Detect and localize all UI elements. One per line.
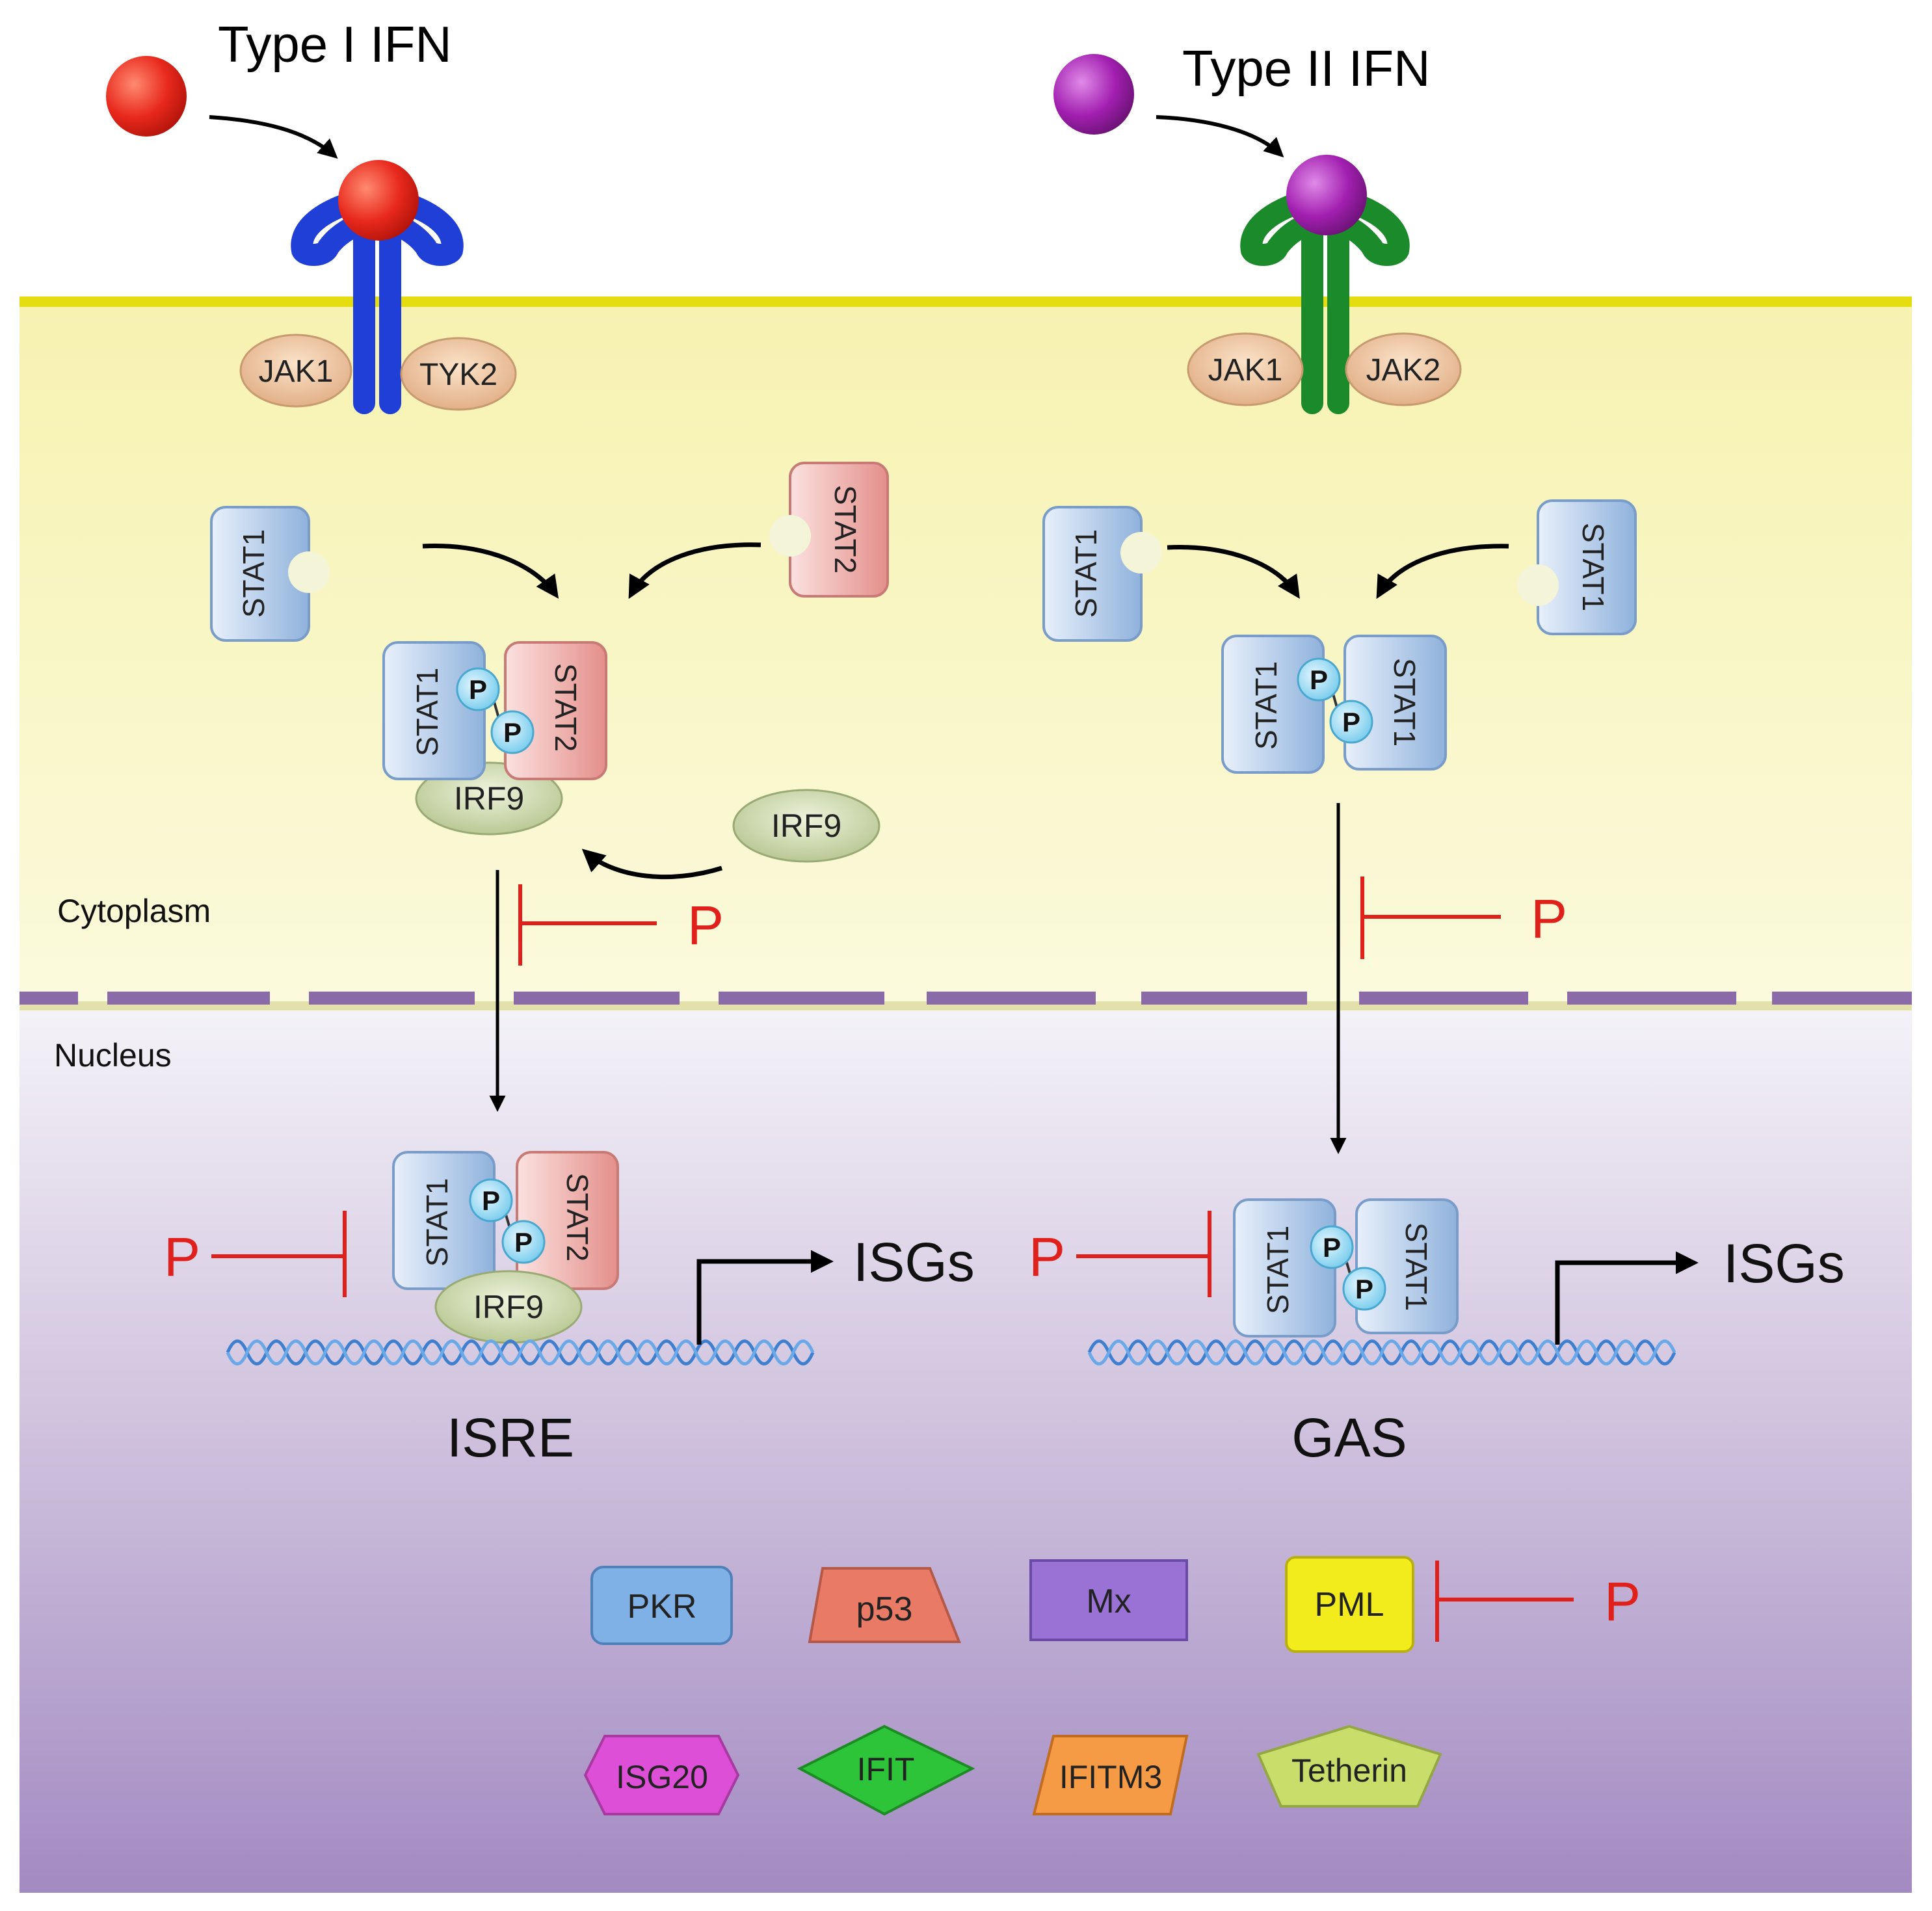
svg-text:P: P (1342, 707, 1360, 737)
svg-text:P: P (514, 1227, 533, 1258)
type1-cytoplasm-inhibitor: P (518, 884, 724, 966)
cytoplasm-label: Cytoplasm (57, 893, 211, 929)
svg-text:IRF9: IRF9 (454, 780, 524, 817)
gas-label: GAS (1291, 1407, 1407, 1468)
svg-text:P: P (1310, 665, 1328, 695)
isg-isg20: ISG20 (583, 1735, 740, 1815)
type2-stat1-monomer-left: STAT1 (1042, 506, 1162, 642)
svg-text:STAT2: STAT2 (561, 1173, 594, 1261)
type2-stat1-right-recruit-arrow (1376, 544, 1509, 600)
irf9-recruit-arrow (581, 849, 723, 880)
isre-label: ISRE (447, 1407, 574, 1468)
svg-text:STAT1: STAT1 (1261, 1226, 1295, 1314)
stat1-recruit-arrow (422, 543, 559, 599)
svg-text:STAT1: STAT1 (420, 1178, 454, 1267)
isg-p53: p53 (808, 1567, 961, 1643)
svg-text:STAT1: STAT1 (1069, 529, 1103, 618)
type2-gaf-complex-cytoplasm: STAT1 STAT1 P P (1221, 635, 1447, 774)
svg-text:STAT1: STAT1 (1249, 661, 1283, 750)
nucleus-label: Nucleus (54, 1037, 172, 1074)
type1-nucleus-inhibitor: P (164, 1211, 347, 1297)
svg-text:JAK1: JAK1 (259, 354, 334, 389)
pml-inhibitor: P (1435, 1561, 1641, 1642)
type2-receptor (1240, 191, 1410, 414)
svg-text:PML: PML (1315, 1586, 1384, 1624)
type2-ifn-ligand-bound (1286, 155, 1367, 235)
svg-text:P: P (503, 717, 522, 748)
type1-irf9-free: IRF9 (732, 789, 880, 863)
isg-pml: PML (1285, 1556, 1414, 1653)
svg-text:STAT2: STAT2 (828, 485, 862, 573)
svg-text:P: P (164, 1226, 200, 1287)
isg-mx: Mx (1029, 1559, 1188, 1641)
svg-text:TYK2: TYK2 (419, 358, 497, 392)
type2-transcription-arrow (1555, 1251, 1699, 1345)
type2-stat1-left-recruit-arrow (1167, 545, 1300, 599)
type2-jak2: JAK2 (1345, 332, 1462, 406)
svg-text:STAT1: STAT1 (410, 668, 444, 756)
svg-text:P: P (687, 895, 724, 956)
type2-nucleus-inhibitor: P (1029, 1211, 1211, 1297)
svg-text:JAK2: JAK2 (1366, 353, 1441, 388)
svg-text:Tetherin: Tetherin (1291, 1752, 1407, 1789)
stat2-recruit-arrow (628, 542, 761, 600)
svg-text:ISG20: ISG20 (616, 1759, 708, 1795)
svg-text:PKR: PKR (628, 1588, 697, 1626)
isg-tetherin: Tetherin (1256, 1724, 1442, 1808)
type1-stat1-monomer: STAT1 (210, 506, 330, 642)
type1-ifn-label: Type I IFN (218, 16, 452, 73)
type1-binding-arrow (209, 115, 338, 159)
isg-ifitm3: IFITM3 (1032, 1735, 1189, 1815)
svg-text:Mx: Mx (1086, 1583, 1131, 1620)
isg-pkr: PKR (590, 1566, 733, 1645)
type1-isgf3-complex-nucleus: STAT1 STAT2 IRF9 P P (392, 1151, 619, 1344)
type1-tyk2: TYK2 (400, 337, 517, 411)
type1-ifn-ligand-bound (338, 160, 419, 241)
svg-text:IRF9: IRF9 (473, 1289, 544, 1325)
svg-text:IFIT: IFIT (857, 1751, 915, 1787)
svg-text:IRF9: IRF9 (771, 808, 841, 844)
type2-stat1-monomer-right: STAT1 (1517, 499, 1637, 635)
svg-text:STAT2: STAT2 (549, 663, 583, 752)
type2-ifn-label: Type II IFN (1182, 40, 1430, 97)
type2-jak1: JAK1 (1187, 332, 1304, 406)
type1-ifn-ligand-free (106, 56, 187, 137)
type1-jak1: JAK1 (239, 334, 352, 408)
nuclear-envelope (20, 992, 1912, 1005)
svg-text:P: P (1323, 1232, 1341, 1263)
svg-text:IFITM3: IFITM3 (1059, 1759, 1162, 1795)
svg-text:P: P (1355, 1274, 1373, 1304)
nucleus-region (20, 1011, 1912, 1894)
svg-text:P: P (482, 1185, 500, 1216)
type2-isgs-label: ISGs (1723, 1233, 1845, 1294)
svg-text:P: P (1531, 888, 1567, 949)
svg-text:STAT1: STAT1 (1576, 523, 1610, 611)
svg-text:P: P (469, 674, 487, 705)
svg-text:STAT1: STAT1 (1388, 658, 1422, 746)
svg-text:STAT1: STAT1 (237, 529, 271, 618)
type2-binding-arrow (1156, 115, 1284, 158)
type1-isgf3-complex-cytoplasm: IRF9 STAT1 STAT2 P P (382, 641, 607, 836)
type2-ifn-ligand-free (1053, 54, 1134, 135)
svg-text:p53: p53 (856, 1590, 913, 1628)
svg-text:STAT1: STAT1 (1399, 1222, 1433, 1311)
isg-ifit: IFIT (797, 1724, 975, 1816)
type1-stat2-monomer: STAT2 (769, 462, 889, 598)
type2-cytoplasm-inhibitor: P (1360, 876, 1567, 959)
type2-gaf-complex-nucleus: STAT1 STAT1 P P (1233, 1198, 1459, 1338)
svg-text:P: P (1604, 1571, 1641, 1632)
svg-text:P: P (1029, 1226, 1065, 1287)
type1-transcription-arrow (696, 1250, 834, 1345)
svg-text:JAK1: JAK1 (1208, 353, 1283, 388)
cytoplasm-region (20, 306, 1912, 1011)
plasma-membrane (20, 297, 1912, 307)
type1-isgs-label: ISGs (853, 1232, 975, 1293)
